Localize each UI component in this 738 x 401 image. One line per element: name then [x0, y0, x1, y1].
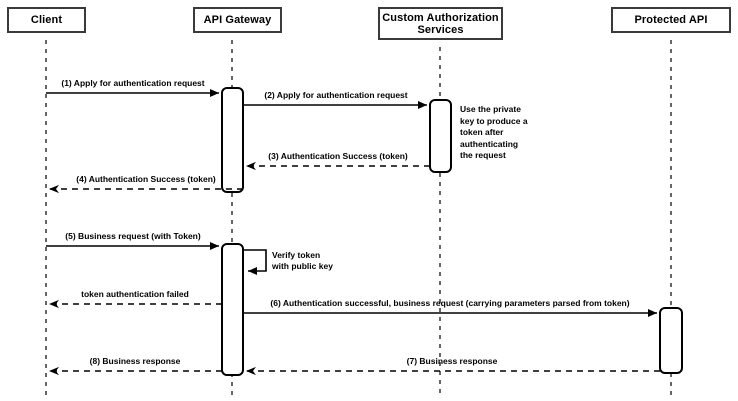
message-label-4: (4) Authentication Success (token): [76, 174, 216, 184]
lifeline-label-protected-api: Protected API: [634, 14, 708, 26]
activation-bars: [221, 87, 683, 376]
lifeline-label-custom-auth-line1: Custom Authorization: [382, 11, 499, 24]
lifeline-box-protected-api[interactable]: Protected API: [611, 7, 731, 33]
message-label-5: (5) Business request (with Token): [65, 231, 201, 241]
note-private-key: Use the private key to produce a token a…: [460, 104, 528, 160]
lifeline-label-client: Client: [30, 14, 63, 26]
message-label-self-line1: Verify token: [272, 250, 321, 260]
message-label-8: (8) Business response: [89, 356, 181, 366]
message-label-1: (1) Apply for authentication request: [61, 78, 205, 88]
activation-api-gateway-business: [221, 243, 244, 376]
message-label-token-auth-failed: token authentication failed: [81, 289, 189, 299]
message-label-self-line2: with public key: [272, 261, 333, 271]
activation-custom-auth: [429, 99, 452, 173]
message-arrows: [46, 89, 660, 376]
lifeline-box-client[interactable]: Client: [7, 7, 86, 33]
message-label-2: (2) Apply for authentication request: [264, 90, 408, 100]
message-label-7: (7) Business response: [406, 356, 498, 366]
message-label-3: (3) Authentication Success (token): [268, 151, 408, 161]
lifeline-label-api-gateway: API Gateway: [203, 14, 272, 26]
activation-api-gateway-auth: [221, 87, 244, 193]
message-self-loop: [243, 249, 267, 275]
activation-protected-api: [659, 307, 683, 374]
message-label-6: (6) Authentication successful, business …: [270, 298, 630, 308]
lifeline-label-custom-auth-line2: Services: [417, 23, 464, 36]
lifeline-box-api-gateway[interactable]: API Gateway: [193, 7, 282, 33]
lifeline-box-custom-auth[interactable]: Custom Authorization Services: [378, 7, 503, 40]
